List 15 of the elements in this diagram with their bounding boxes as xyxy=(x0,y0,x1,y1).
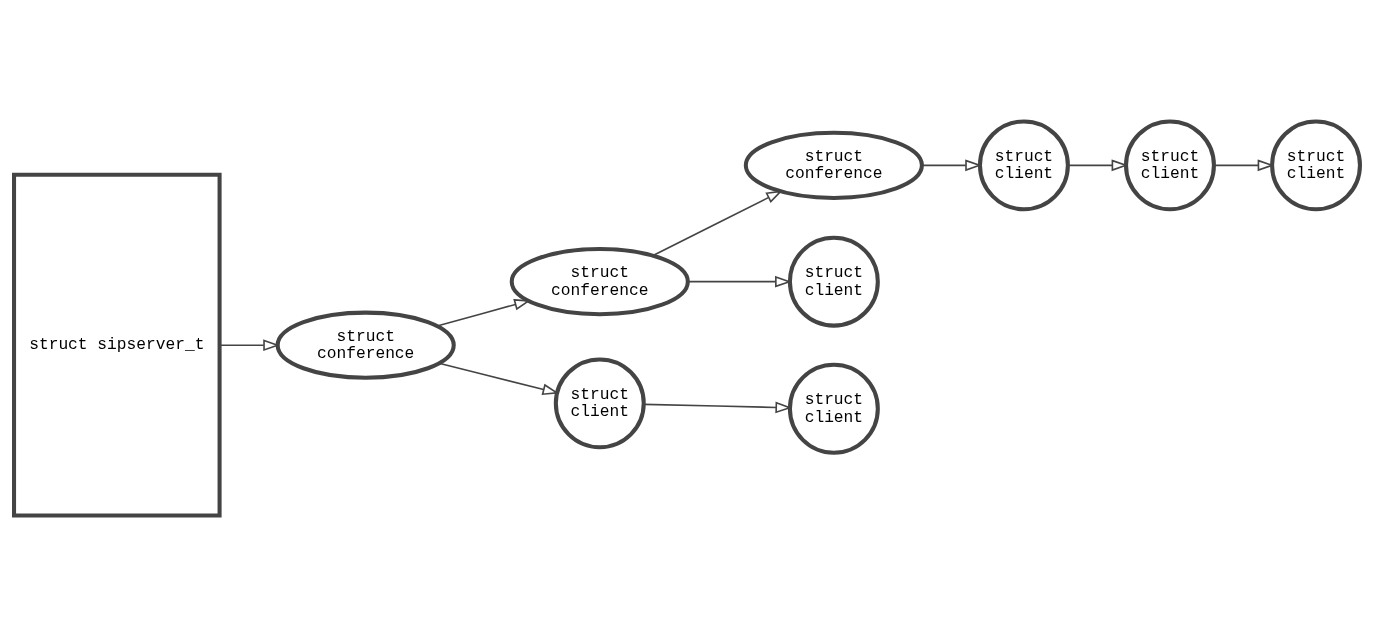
arrow xyxy=(1213,159,1275,172)
arrow xyxy=(1067,159,1129,172)
node-ellipse: struct conference xyxy=(509,247,690,317)
node-ellipse: struct conference xyxy=(275,310,456,380)
node-circle: struct client xyxy=(787,235,880,328)
node-ellipse: struct conference xyxy=(743,130,924,200)
node-circle: struct client xyxy=(787,362,880,455)
arrow xyxy=(652,190,783,257)
node-circle: struct client xyxy=(553,357,646,450)
node-circle: struct client xyxy=(977,119,1070,212)
node-box: struct sipserver_t xyxy=(12,172,222,518)
node-circle: struct client xyxy=(1270,119,1362,212)
arrow xyxy=(436,298,531,327)
node-circle: struct client xyxy=(1124,119,1216,212)
arrow xyxy=(218,339,280,352)
